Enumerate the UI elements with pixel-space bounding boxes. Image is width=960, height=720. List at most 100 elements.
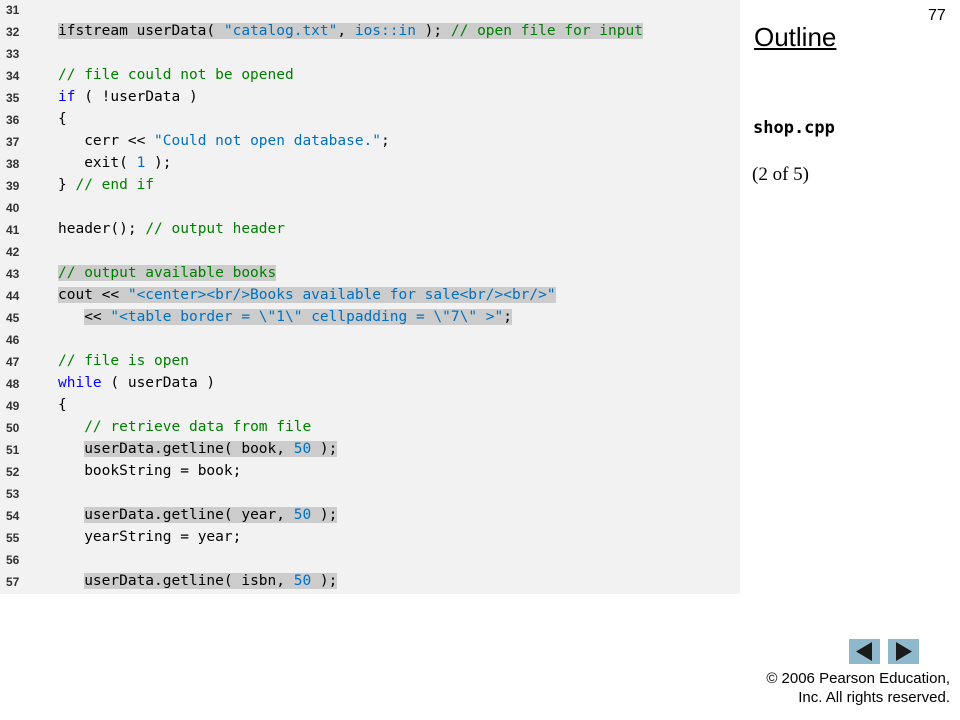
code-indent [58,133,84,149]
right-triangle-icon [896,642,912,661]
code-content: // file could not be opened [58,67,294,83]
code-token: cerr << [84,133,155,149]
code-text: userData.getline( year, 50 ); [58,507,338,523]
code-token: exit( [84,155,137,171]
line-number: 54 [6,509,20,523]
code-text: cout << "<center><br/>Books available fo… [58,287,556,303]
code-line: 38 exit( 1 ); [0,154,740,176]
line-number: 32 [6,25,20,39]
line-number: 35 [6,91,20,105]
code-token: ); [311,441,338,457]
line-number: 51 [6,443,20,457]
previous-slide-button[interactable] [849,639,880,664]
file-name: shop.cpp [753,118,835,138]
line-number: 52 [6,465,20,479]
code-content: // file is open [58,353,189,369]
comment-token: // retrieve data from file [84,419,312,435]
code-line: 56 [0,550,740,572]
code-token: bookString = book; [84,463,242,479]
outline-title[interactable]: Outline [754,22,837,52]
code-text: cerr << "Could not open database."; [58,133,390,149]
code-line: 34 // file could not be opened [0,66,740,88]
highlighted-code: userData.getline( book, 50 ); [84,441,338,457]
code-indent [58,573,84,589]
code-content: } // end if [58,177,154,193]
copyright-line-2: Inc. All rights reserved. [798,689,950,706]
code-token: { [58,111,67,127]
code-line: 35 if ( !userData ) [0,88,740,110]
code-content: // retrieve data from file [84,419,311,435]
code-content: bookString = book; [84,463,241,479]
line-number: 37 [6,135,20,149]
code-line: 36 { [0,110,740,132]
code-line: 43 // output available books [0,264,740,286]
line-number: 39 [6,179,20,193]
line-number: 36 [6,113,20,127]
comment-token: // file could not be opened [58,67,294,83]
comment-token: // output available books [58,265,277,281]
code-line: 49 { [0,396,740,418]
left-triangle-icon [856,642,872,661]
code-line: 53 [0,484,740,506]
code-line: 45 << "<table border = \"1\" cellpadding… [0,308,740,330]
line-number: 44 [6,289,20,303]
code-line: 54 userData.getline( year, 50 ); [0,506,740,528]
code-line: 33 [0,44,740,66]
part-label: (2 of 5) [752,164,809,185]
code-line: 51 userData.getline( book, 50 ); [0,440,740,462]
comment-token: // file is open [58,353,189,369]
code-text: header(); // output header [58,221,285,237]
code-indent [58,419,84,435]
code-token: ifstream userData( [58,23,224,39]
code-listing: 31 32 ifstream userData( "catalog.txt", io… [0,0,740,594]
literal-token: "<center><br/>Books available for sale<b… [127,287,556,303]
code-line: 52 bookString = book; [0,462,740,484]
code-token: cout << [58,287,128,303]
code-line: 57 userData.getline( isbn, 50 ); [0,572,740,594]
code-token: header(); [58,221,146,237]
line-number: 57 [6,575,20,589]
code-text: // output available books [58,265,277,281]
code-content: cerr << "Could not open database."; [84,133,390,149]
line-number: 33 [6,47,20,61]
code-text: } // end if [58,177,154,193]
line-number: 47 [6,355,20,369]
highlighted-code: // output available books [58,265,277,281]
line-number: 31 [6,3,20,17]
line-number: 49 [6,399,20,413]
code-text: userData.getline( isbn, 50 ); [58,573,338,589]
code-indent [58,309,84,325]
code-content: header(); // output header [58,221,285,237]
code-token: userData.getline( isbn, [84,573,294,589]
code-token: userData.getline( book, [84,441,294,457]
line-number: 34 [6,69,20,83]
code-token: ); [415,23,451,39]
code-text: << "<table border = \"1\" cellpadding = … [58,309,512,325]
line-number: 40 [6,201,20,215]
code-line: 55 yearString = year; [0,528,740,550]
code-content: exit( 1 ); [84,155,171,171]
code-content: yearString = year; [84,529,241,545]
line-number: 43 [6,267,20,281]
line-number: 38 [6,157,20,171]
code-indent [58,507,84,523]
literal-token: "Could not open database." [154,133,382,149]
code-text: bookString = book; [58,463,241,479]
code-token: ; [381,133,390,149]
code-text: // file is open [58,353,189,369]
code-token: { [58,397,67,413]
copyright-notice: © 2006 Pearson Education, Inc. All right… [766,669,950,707]
next-slide-button[interactable] [888,639,919,664]
code-text: if ( !userData ) [58,89,198,105]
code-token: ); [311,573,338,589]
highlighted-code: ifstream userData( "catalog.txt", ios::i… [58,23,643,39]
code-token: ( userData ) [101,375,216,391]
code-token: } [58,177,76,193]
code-text: { [58,111,67,127]
line-number: 50 [6,421,20,435]
code-line: 42 [0,242,740,264]
literal-token: 50 [293,573,312,589]
code-indent [58,441,84,457]
